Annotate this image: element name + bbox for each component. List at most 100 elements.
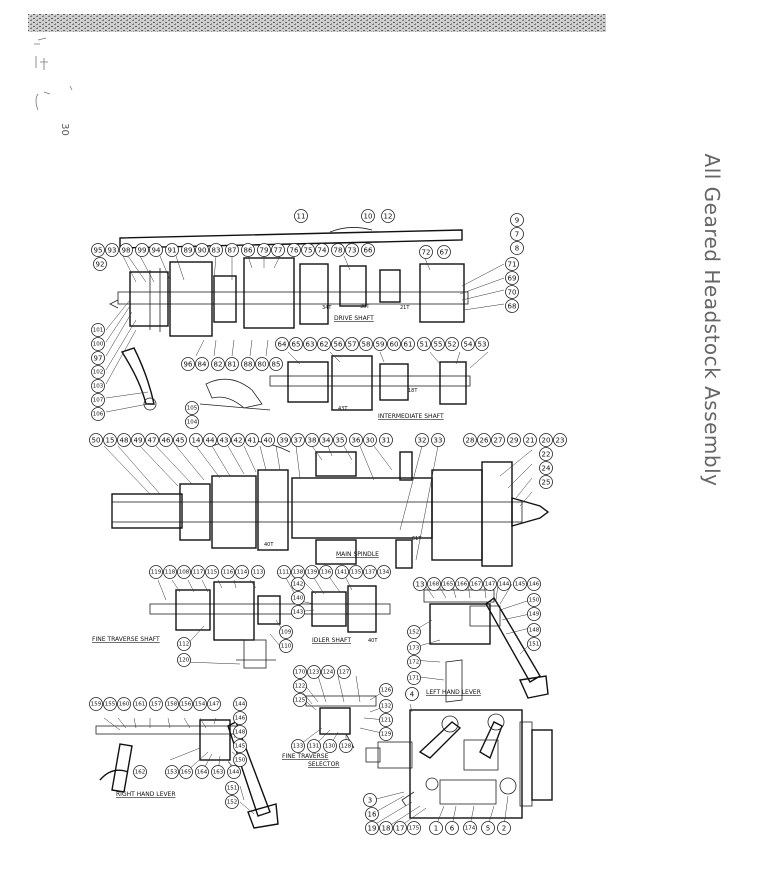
- callout-circle: [379, 699, 393, 713]
- callout-circle: [291, 577, 305, 591]
- callout-circle: [427, 577, 441, 591]
- callout-117: 117: [191, 565, 205, 579]
- callout-54: 54: [461, 337, 475, 351]
- callout-88: 88: [241, 357, 255, 371]
- callout-76: 76: [287, 243, 301, 257]
- callout-circle: [189, 433, 203, 447]
- callout-circle: [291, 739, 305, 753]
- callout-68: 68: [505, 299, 519, 313]
- callout-94: 94: [149, 243, 163, 257]
- callout-140: 140: [291, 591, 305, 605]
- callout-number: 111: [279, 570, 290, 576]
- callout-number: 123: [309, 670, 320, 676]
- callout-122: 122: [293, 679, 307, 693]
- callout-number: 67: [440, 249, 449, 257]
- callout-circle: [553, 433, 567, 447]
- callout-number: 130: [325, 744, 336, 750]
- callout-circle: [149, 565, 163, 579]
- callout-circle: [401, 337, 415, 351]
- tooth-count: 61T: [412, 536, 422, 542]
- callout-circle: [291, 433, 305, 447]
- callout-69: 69: [505, 271, 519, 285]
- callout-circle: [105, 243, 119, 257]
- callout-number: 167: [471, 582, 482, 588]
- callout-circle: [379, 683, 393, 697]
- callout-number: 144: [499, 582, 510, 588]
- callout-number: 103: [93, 384, 104, 390]
- callout-circle: [91, 323, 105, 337]
- callout-154: 154: [193, 697, 207, 711]
- callout-82: 82: [211, 357, 225, 371]
- callout-170: 170: [293, 665, 307, 679]
- callout-circle: [221, 565, 235, 579]
- callout-175: 175: [407, 821, 421, 835]
- callout-circle: [491, 433, 505, 447]
- callout-17: 17: [393, 821, 407, 835]
- label-drive-shaft: DRIVE SHAFT: [334, 315, 374, 322]
- callout-89: 89: [181, 243, 195, 257]
- callout-number: 150: [235, 758, 246, 764]
- callout-21: 21: [523, 433, 537, 447]
- label-right-hand-lever: RIGHT HAND LEVER: [116, 791, 176, 798]
- callout-circle: [135, 243, 149, 257]
- callout-number: 55: [434, 341, 443, 349]
- callout-circle: [149, 243, 163, 257]
- callout-circle: [331, 337, 345, 351]
- callout-circle: [365, 807, 379, 821]
- callout-147: 147: [207, 697, 221, 711]
- page-title: All Geared Headstock Assembly: [700, 153, 724, 487]
- callout-93: 93: [105, 243, 119, 257]
- label-idler-shaft: IDLER SHAFT: [312, 637, 351, 644]
- label-left-hand-lever: LEFT HAND LEVER: [426, 689, 481, 696]
- callout-number: 32: [418, 437, 427, 445]
- callout-circle: [233, 725, 247, 739]
- callout-number: 163: [213, 770, 224, 776]
- callout-165: 165: [179, 765, 193, 779]
- callout-150: 150: [233, 753, 247, 767]
- callout-number: 105: [187, 406, 198, 412]
- callout-circle: [345, 337, 359, 351]
- callout-number: 5: [486, 825, 490, 833]
- callout-108: 108: [177, 565, 191, 579]
- callout-circle: [165, 243, 179, 257]
- callout-number: 19: [368, 825, 377, 833]
- callout-number: 118: [165, 570, 176, 576]
- callout-number: 128: [341, 744, 352, 750]
- callout-number: 11: [297, 213, 306, 221]
- callout-number: 108: [179, 570, 190, 576]
- callout-circle: [413, 577, 427, 591]
- label-main-spindle: MAIN SPINDLE: [336, 551, 379, 558]
- callout-circle: [103, 433, 117, 447]
- callout-number: 135: [351, 570, 362, 576]
- callout-number: 144: [229, 770, 240, 776]
- callout-circle: [431, 433, 445, 447]
- callout-57: 57: [345, 337, 359, 351]
- callout-number: 57: [348, 341, 357, 349]
- scan-marks: [34, 37, 73, 111]
- callout-circle: [349, 565, 363, 579]
- callout-number: 166: [457, 582, 468, 588]
- callout-number: 154: [195, 702, 206, 708]
- callout-circle: [359, 337, 373, 351]
- callout-number: 12: [384, 213, 393, 221]
- callout-circle: [233, 711, 247, 725]
- callout-30: 30: [363, 433, 377, 447]
- callout-107: 107: [91, 393, 105, 407]
- callout-circle: [539, 475, 553, 489]
- callout-number: 116: [223, 570, 234, 576]
- callout-circle: [407, 821, 421, 835]
- callout-116: 116: [221, 565, 235, 579]
- callout-circle: [233, 753, 247, 767]
- callout-circle: [293, 679, 307, 693]
- callout-112: 112: [177, 637, 191, 651]
- callout-70: 70: [505, 285, 519, 299]
- callout-circle: [429, 821, 443, 835]
- callout-number: 142: [293, 582, 304, 588]
- callout-circle: [361, 209, 375, 223]
- callout-151: 151: [527, 637, 541, 651]
- callout-circle: [527, 593, 541, 607]
- callout-22: 22: [539, 447, 553, 461]
- callout-72: 72: [419, 245, 433, 259]
- callout-number: 133: [293, 744, 304, 750]
- callout-number: 134: [379, 570, 390, 576]
